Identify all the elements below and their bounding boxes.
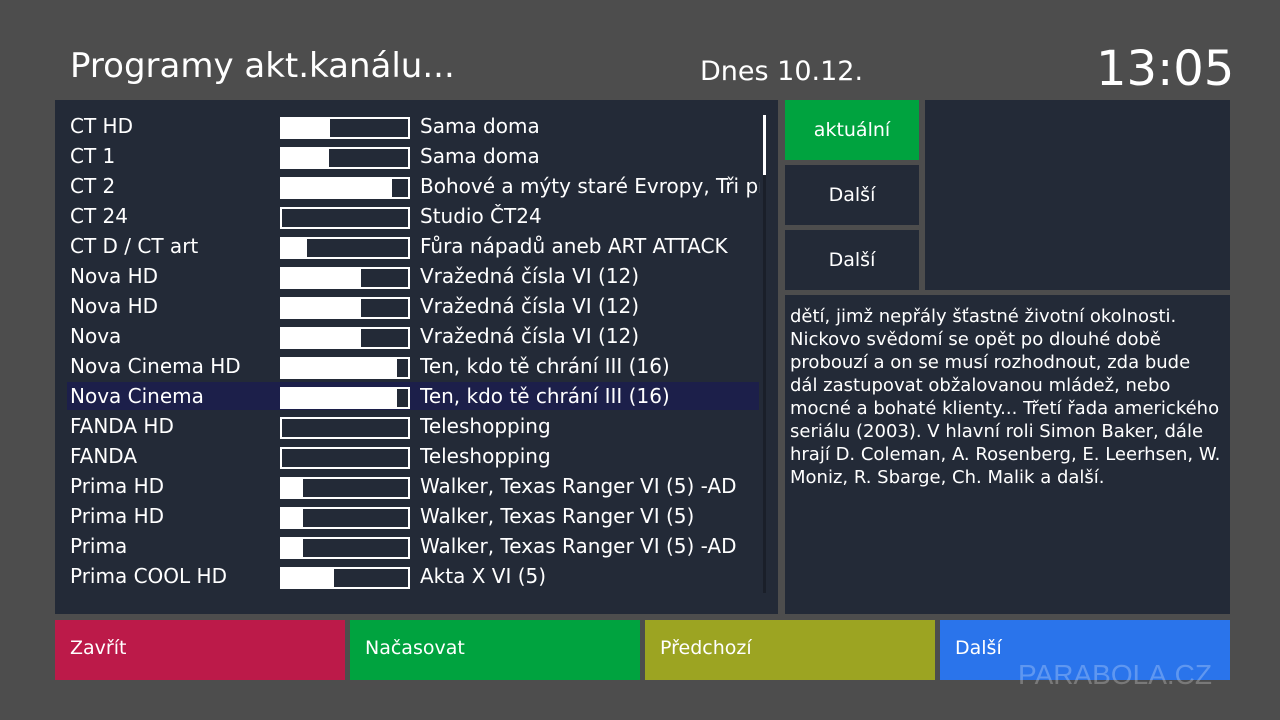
program-title: Vražedná čísla VI (12) — [420, 324, 640, 348]
program-title: Vražedná čísla VI (12) — [420, 264, 640, 288]
channel-row[interactable]: Prima HD Walker, Texas Ranger VI (5) — [55, 502, 760, 532]
record-button[interactable]: Načasovat — [350, 620, 640, 680]
channel-list: CT HD Sama doma CT 1 Sama doma CT 2 Bohové a … — [55, 100, 778, 614]
channel-name: FANDA — [70, 444, 138, 468]
channel-row[interactable]: FANDA Teleshopping — [55, 442, 760, 472]
channel-row[interactable]: FANDA HD Teleshopping — [55, 412, 760, 442]
channel-row[interactable]: Nova HD Vražedná čísla VI (12) — [55, 262, 760, 292]
close-button[interactable]: Zavřít — [55, 620, 345, 680]
progress-fill — [282, 539, 304, 557]
channel-row[interactable]: Prima HD Walker, Texas Ranger VI (5) -AD — [55, 472, 760, 502]
channel-name: Prima HD — [70, 474, 165, 498]
program-progress-bar — [280, 297, 410, 319]
channel-name: Prima HD — [70, 504, 165, 528]
program-title: Ten, kdo tě chrání III (16) — [420, 354, 670, 378]
next-button-2[interactable]: Další — [785, 230, 919, 290]
program-progress-bar — [280, 207, 410, 229]
page-title: Programy akt.kanálu... — [70, 46, 455, 86]
program-title: Walker, Texas Ranger VI (5) -AD — [420, 534, 737, 558]
program-title: Teleshopping — [420, 414, 551, 438]
channel-name: Nova Cinema — [70, 384, 204, 408]
next-button[interactable]: Další — [940, 620, 1230, 680]
program-progress-bar — [280, 477, 410, 499]
channel-name: Nova HD — [70, 294, 159, 318]
progress-fill — [282, 239, 308, 257]
channel-name: CT 24 — [70, 204, 128, 228]
program-title: Ten, kdo tě chrání III (16) — [420, 384, 670, 408]
scrollbar-thumb[interactable] — [763, 115, 766, 175]
date-label: Dnes 10.12. — [700, 56, 864, 87]
program-progress-bar — [280, 267, 410, 289]
progress-fill — [282, 179, 392, 197]
channel-row[interactable]: Nova Cinema Ten, kdo tě chrání III (16) — [55, 382, 760, 412]
program-title: Fůra nápadů aneb ART ATTACK — [420, 234, 728, 258]
channel-name: Nova HD — [70, 264, 159, 288]
channel-row[interactable]: CT 24 Studio ČT24 — [55, 202, 760, 232]
progress-fill — [282, 509, 304, 527]
progress-fill — [282, 149, 329, 167]
channel-row[interactable]: CT 2 Bohové a mýty staré Evropy, Tři pru — [55, 172, 760, 202]
program-progress-bar — [280, 177, 410, 199]
channel-row[interactable]: Nova Cinema HD Ten, kdo tě chrání III (16… — [55, 352, 760, 382]
channel-name: Nova — [70, 324, 122, 348]
program-progress-bar — [280, 147, 410, 169]
progress-fill — [282, 299, 362, 317]
program-title: Sama doma — [420, 144, 540, 168]
progress-fill — [282, 119, 330, 137]
program-progress-bar — [280, 447, 410, 469]
previous-button[interactable]: Předchozí — [645, 620, 935, 680]
program-title: Teleshopping — [420, 444, 551, 468]
selected-row-highlight — [67, 382, 759, 410]
channel-name: CT 2 — [70, 174, 116, 198]
program-progress-bar — [280, 357, 410, 379]
program-progress-bar — [280, 507, 410, 529]
channel-name: CT HD — [70, 114, 133, 138]
description-panel: dětí, jimž nepřály šťastné životní okoln… — [785, 295, 1230, 614]
channel-name: Nova Cinema HD — [70, 354, 241, 378]
program-title: Studio ČT24 — [420, 204, 542, 228]
channel-row[interactable]: Nova HD Vražedná čísla VI (12) — [55, 292, 760, 322]
channel-row[interactable]: CT D / CT art Fůra nápadů aneb ART ATTACK — [55, 232, 760, 262]
channel-row[interactable]: Prima COOL HD Akta X VI (5) — [55, 562, 760, 592]
next-button-1[interactable]: Další — [785, 165, 919, 225]
program-progress-bar — [280, 387, 410, 409]
program-title: Bohové a mýty staré Evropy, Tři pru — [420, 174, 760, 198]
clock: 13:05 — [1096, 41, 1235, 97]
channel-row[interactable]: Prima Walker, Texas Ranger VI (5) -AD — [55, 532, 760, 562]
progress-fill — [282, 359, 397, 377]
program-title: Sama doma — [420, 114, 540, 138]
channel-name: Prima — [70, 534, 128, 558]
channel-name: CT 1 — [70, 144, 116, 168]
channel-row[interactable]: CT HD Sama doma — [55, 112, 760, 142]
current-button[interactable]: aktuální — [785, 100, 919, 160]
info-box — [925, 100, 1230, 290]
progress-fill — [282, 479, 304, 497]
channel-row[interactable]: CT 1 Sama doma — [55, 142, 760, 172]
progress-fill — [282, 389, 397, 407]
program-progress-bar — [280, 537, 410, 559]
progress-fill — [282, 269, 362, 287]
program-progress-bar — [280, 117, 410, 139]
progress-fill — [282, 329, 362, 347]
program-progress-bar — [280, 237, 410, 259]
channel-name: CT D / CT art — [70, 234, 199, 258]
channel-name: FANDA HD — [70, 414, 174, 438]
program-title: Vražedná čísla VI (12) — [420, 294, 640, 318]
program-title: Walker, Texas Ranger VI (5) -AD — [420, 474, 737, 498]
progress-fill — [282, 569, 334, 587]
program-progress-bar — [280, 567, 410, 589]
program-description: dětí, jimž nepřály šťastné životní okoln… — [790, 306, 1221, 488]
program-title: Akta X VI (5) — [420, 564, 547, 588]
channel-row[interactable]: Nova Vražedná čísla VI (12) — [55, 322, 760, 352]
scrollbar[interactable] — [763, 115, 766, 593]
watermark: PARABOLA.CZ — [1018, 659, 1212, 690]
program-progress-bar — [280, 417, 410, 439]
program-progress-bar — [280, 327, 410, 349]
program-title: Walker, Texas Ranger VI (5) — [420, 504, 695, 528]
channel-name: Prima COOL HD — [70, 564, 227, 588]
